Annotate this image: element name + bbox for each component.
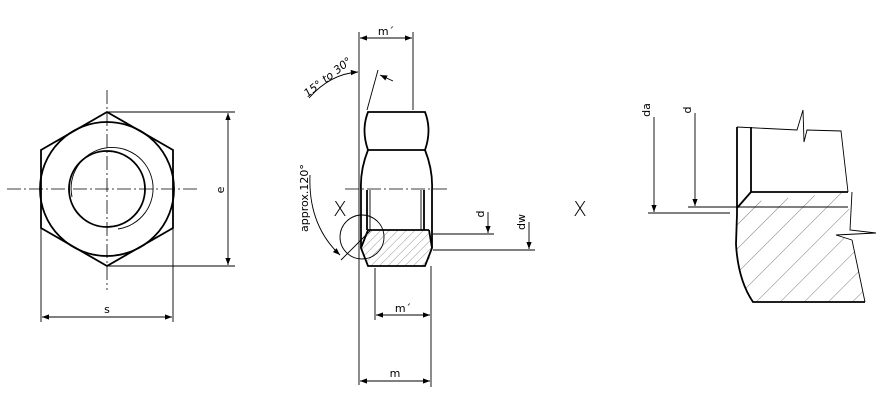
detail-circle — [339, 214, 385, 260]
countersink-angle-arc — [309, 174, 341, 256]
chamfer-angle-label: 15° to 30° — [301, 55, 354, 100]
thread-arc — [70, 146, 154, 230]
material-outline — [735, 213, 865, 303]
front-view: e s — [7, 90, 235, 322]
dim-s-label: s — [104, 303, 110, 316]
material-hatch — [736, 192, 865, 302]
countersink-edge — [360, 229, 369, 249]
dim-m-prime-bottom-label: m´ — [395, 302, 411, 315]
break-line-top — [736, 109, 849, 193]
countersink-angle-label: approx.120° — [298, 164, 311, 232]
countersink-angle-line — [340, 229, 372, 261]
bolt-chamfer — [736, 191, 752, 209]
detail-view: X da d — [573, 103, 877, 303]
section-hatch — [361, 230, 432, 266]
dim-da-label: da — [640, 103, 653, 117]
dim-dw-label: dw — [515, 214, 528, 230]
body-outline — [359, 149, 434, 267]
chamfer-circle — [39, 121, 175, 257]
side-view: m´ 15° to 30° approx.120° X d dw m´ m — [298, 25, 535, 387]
bore-circle — [68, 150, 146, 228]
upper-face — [363, 111, 430, 151]
detail-marker-label: X — [333, 197, 347, 221]
chamfer-angle-line — [366, 69, 379, 111]
dim-d-detail-label: d — [681, 107, 694, 114]
detail-title: X — [573, 197, 587, 221]
material-right-edge — [851, 239, 866, 303]
break-line — [835, 191, 877, 241]
chamfer-angle-arrow — [379, 74, 394, 82]
chamfer-angle-arc — [308, 69, 359, 99]
dim-d-label: d — [474, 211, 487, 218]
countersink-edge-right — [428, 229, 433, 249]
dim-m-prime-top-label: m´ — [378, 25, 394, 38]
dim-e-label: e — [214, 186, 227, 193]
dim-m-bottom-label: m — [390, 367, 401, 380]
